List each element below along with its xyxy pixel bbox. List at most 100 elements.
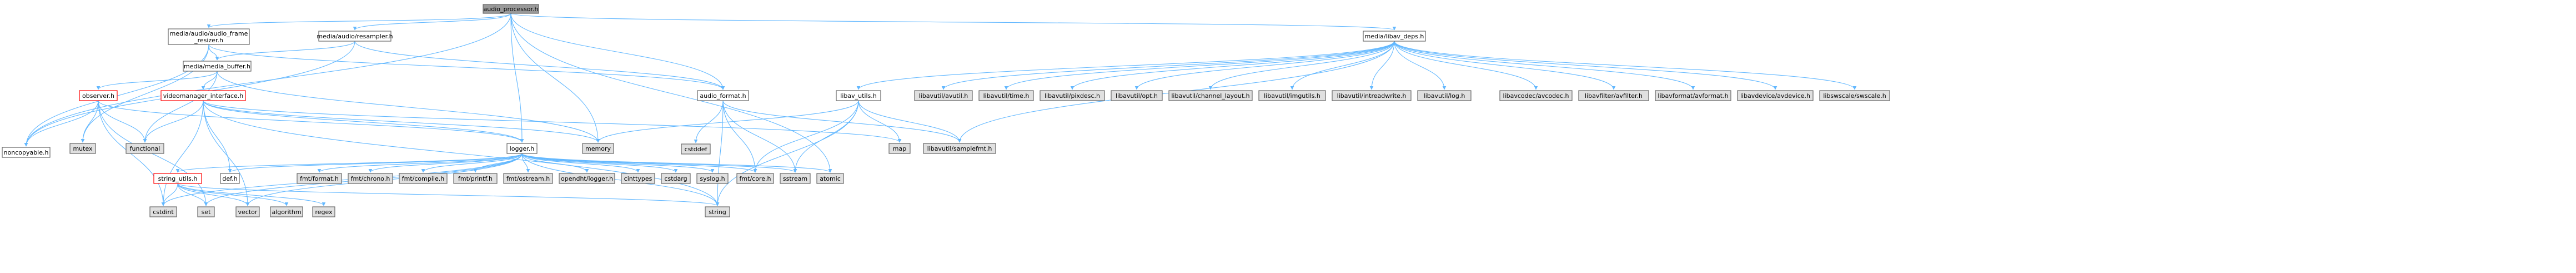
node-box [978, 90, 1034, 101]
edge-media_buffer-to-observer [96, 71, 218, 90]
node-logger[interactable]: logger.h [506, 143, 538, 154]
node-sstream: sstream [780, 173, 811, 184]
node-label: libavformat/avformat.h [1658, 92, 1728, 100]
node-resampler[interactable]: media/audio/resampler.h [317, 31, 393, 42]
node-noncopyable[interactable]: noncopyable.h [2, 147, 51, 158]
node-box [69, 143, 96, 154]
node-functional: functional [125, 143, 164, 154]
node-box [149, 206, 177, 217]
edge-libav_deps-to-avutil [941, 41, 1395, 90]
node-label: libavutil/pixdesc.h [1045, 92, 1100, 100]
edge-videomanager-to-def [203, 100, 232, 173]
node-box [297, 173, 342, 184]
node-box [2, 147, 51, 158]
edge-audio_processor-to-logger [510, 13, 524, 143]
node-cstdint: cstdint [149, 206, 177, 217]
node-label: cinttypes [624, 175, 652, 182]
edge-string_utils-to-cstdint [161, 183, 178, 206]
node-label: sstream [783, 175, 807, 182]
edge-frame_resizer-to-audio_format [208, 44, 725, 90]
node-mutex: mutex [69, 143, 96, 154]
node-box [348, 173, 393, 184]
node-audio-processor[interactable]: audio_processor.h [483, 4, 539, 14]
edge-libav_deps-to-libav_utils [856, 41, 1395, 90]
edge-logger-to-cinttypes [521, 153, 640, 173]
node-opt: libavutil/opt.h [1111, 90, 1163, 101]
edge-string_utils-to-string [177, 183, 719, 206]
node-box [1363, 31, 1426, 42]
node-label: cstddef [685, 146, 708, 153]
node-videomanager[interactable]: videomanager_interface.h [160, 90, 246, 101]
edge-audio_processor-to-noncopyable [24, 13, 511, 147]
node-box [503, 173, 553, 184]
edge-observer-to-noncopyable [24, 100, 99, 147]
node-box [816, 173, 844, 184]
edge-audio_processor-to-libav_deps [510, 13, 1396, 31]
node-map: map [888, 143, 911, 154]
node-cstdarg: cstdarg [661, 173, 691, 184]
node-frame-resizer[interactable]: media/audio/audio_frame_resizer.h [168, 28, 250, 45]
node-label: fmt/format.h [300, 175, 339, 182]
node-fmt-ostream: fmt/ostream.h [503, 173, 553, 184]
node-libav-utils[interactable]: libav_utils.h [836, 90, 881, 101]
edge-libav_deps-to-pixdesc [1070, 41, 1395, 90]
edge-string_utils-to-set [177, 183, 208, 206]
node-cinttypes: cinttypes [621, 173, 655, 184]
node-box [1737, 90, 1814, 101]
node-label: libavcodec/avcodec.h [1503, 92, 1569, 100]
node-box [836, 90, 881, 101]
edge-audio_format-to-fmt_core [722, 100, 757, 173]
node-regex: regex [312, 206, 335, 217]
node-label: libavdevice/avdevice.h [1740, 92, 1810, 100]
edge-libav_deps-to-time [1004, 41, 1395, 90]
node-label: fmt/printf.h [458, 175, 493, 182]
node-syslog: syslog.h [696, 173, 729, 184]
node-media-buffer[interactable]: media/media_buffer.h [183, 61, 252, 72]
node-box [914, 90, 973, 101]
node-cstddef: cstddef [681, 143, 711, 155]
node-box [399, 173, 448, 184]
node-box [582, 143, 614, 154]
node-imgutils: libavutil/imgutils.h [1258, 90, 1326, 101]
node-observer[interactable]: observer.h [79, 90, 118, 101]
node-string-utils[interactable]: string_utils.h [153, 173, 202, 184]
node-avcodec: libavcodec/avcodec.h [1499, 90, 1573, 101]
node-avformat: libavformat/avformat.h [1655, 90, 1731, 101]
node-label: audio_format.h [700, 92, 746, 100]
node-label: libavutil/opt.h [1116, 92, 1158, 100]
node-label: fmt/core.h [740, 175, 771, 182]
node-avfilter: libavfilter/avfilter.h [1578, 90, 1649, 101]
node-audio-format[interactable]: audio_format.h [697, 90, 749, 101]
node-label: libavutil/log.h [1424, 92, 1465, 100]
node-box [888, 143, 911, 154]
edge-libav_deps-to-swscale [1394, 41, 1857, 90]
edge-media_buffer-to-functional [143, 71, 218, 143]
edge-audio_format-to-string [715, 100, 724, 206]
node-libav-deps[interactable]: media/libav_deps.h [1363, 31, 1426, 42]
edge-videomanager-to-map [203, 100, 902, 143]
node-label: media/libav_deps.h [1365, 33, 1424, 40]
edge-observer-to-functional [98, 100, 147, 143]
node-def[interactable]: def.h [220, 173, 240, 184]
edge-logger-to-fmt_core [521, 153, 757, 173]
node-fmt-format: fmt/format.h [297, 173, 342, 184]
edge-media_buffer-to-memory [217, 71, 600, 143]
node-label: observer.h [82, 92, 114, 100]
node-fmt-compile: fmt/compile.h [399, 173, 448, 184]
node-samplefmt: libavutil/samplefmt.h [923, 143, 996, 154]
node-opendht-logger: opendht/logger.h [559, 173, 615, 184]
edge-videomanager-to-functional [143, 100, 204, 143]
edge-libav_utils-to-fmt_core [753, 100, 859, 173]
node-fmt-core: fmt/core.h [736, 173, 774, 184]
node-box [780, 173, 811, 184]
node-box [1578, 90, 1649, 101]
edge-audio_format-to-sstream [722, 100, 797, 173]
node-box [1040, 90, 1105, 101]
edge-string_utils-to-vector [177, 183, 250, 206]
node-label: opendht/logger.h [561, 175, 613, 182]
node-label: mutex [73, 145, 93, 152]
edge-string_utils-to-regex [177, 183, 326, 206]
node-swscale: libswscale/swscale.h [1819, 90, 1890, 101]
node-box [1258, 90, 1326, 101]
node-label: fmt/chrono.h [351, 175, 390, 182]
